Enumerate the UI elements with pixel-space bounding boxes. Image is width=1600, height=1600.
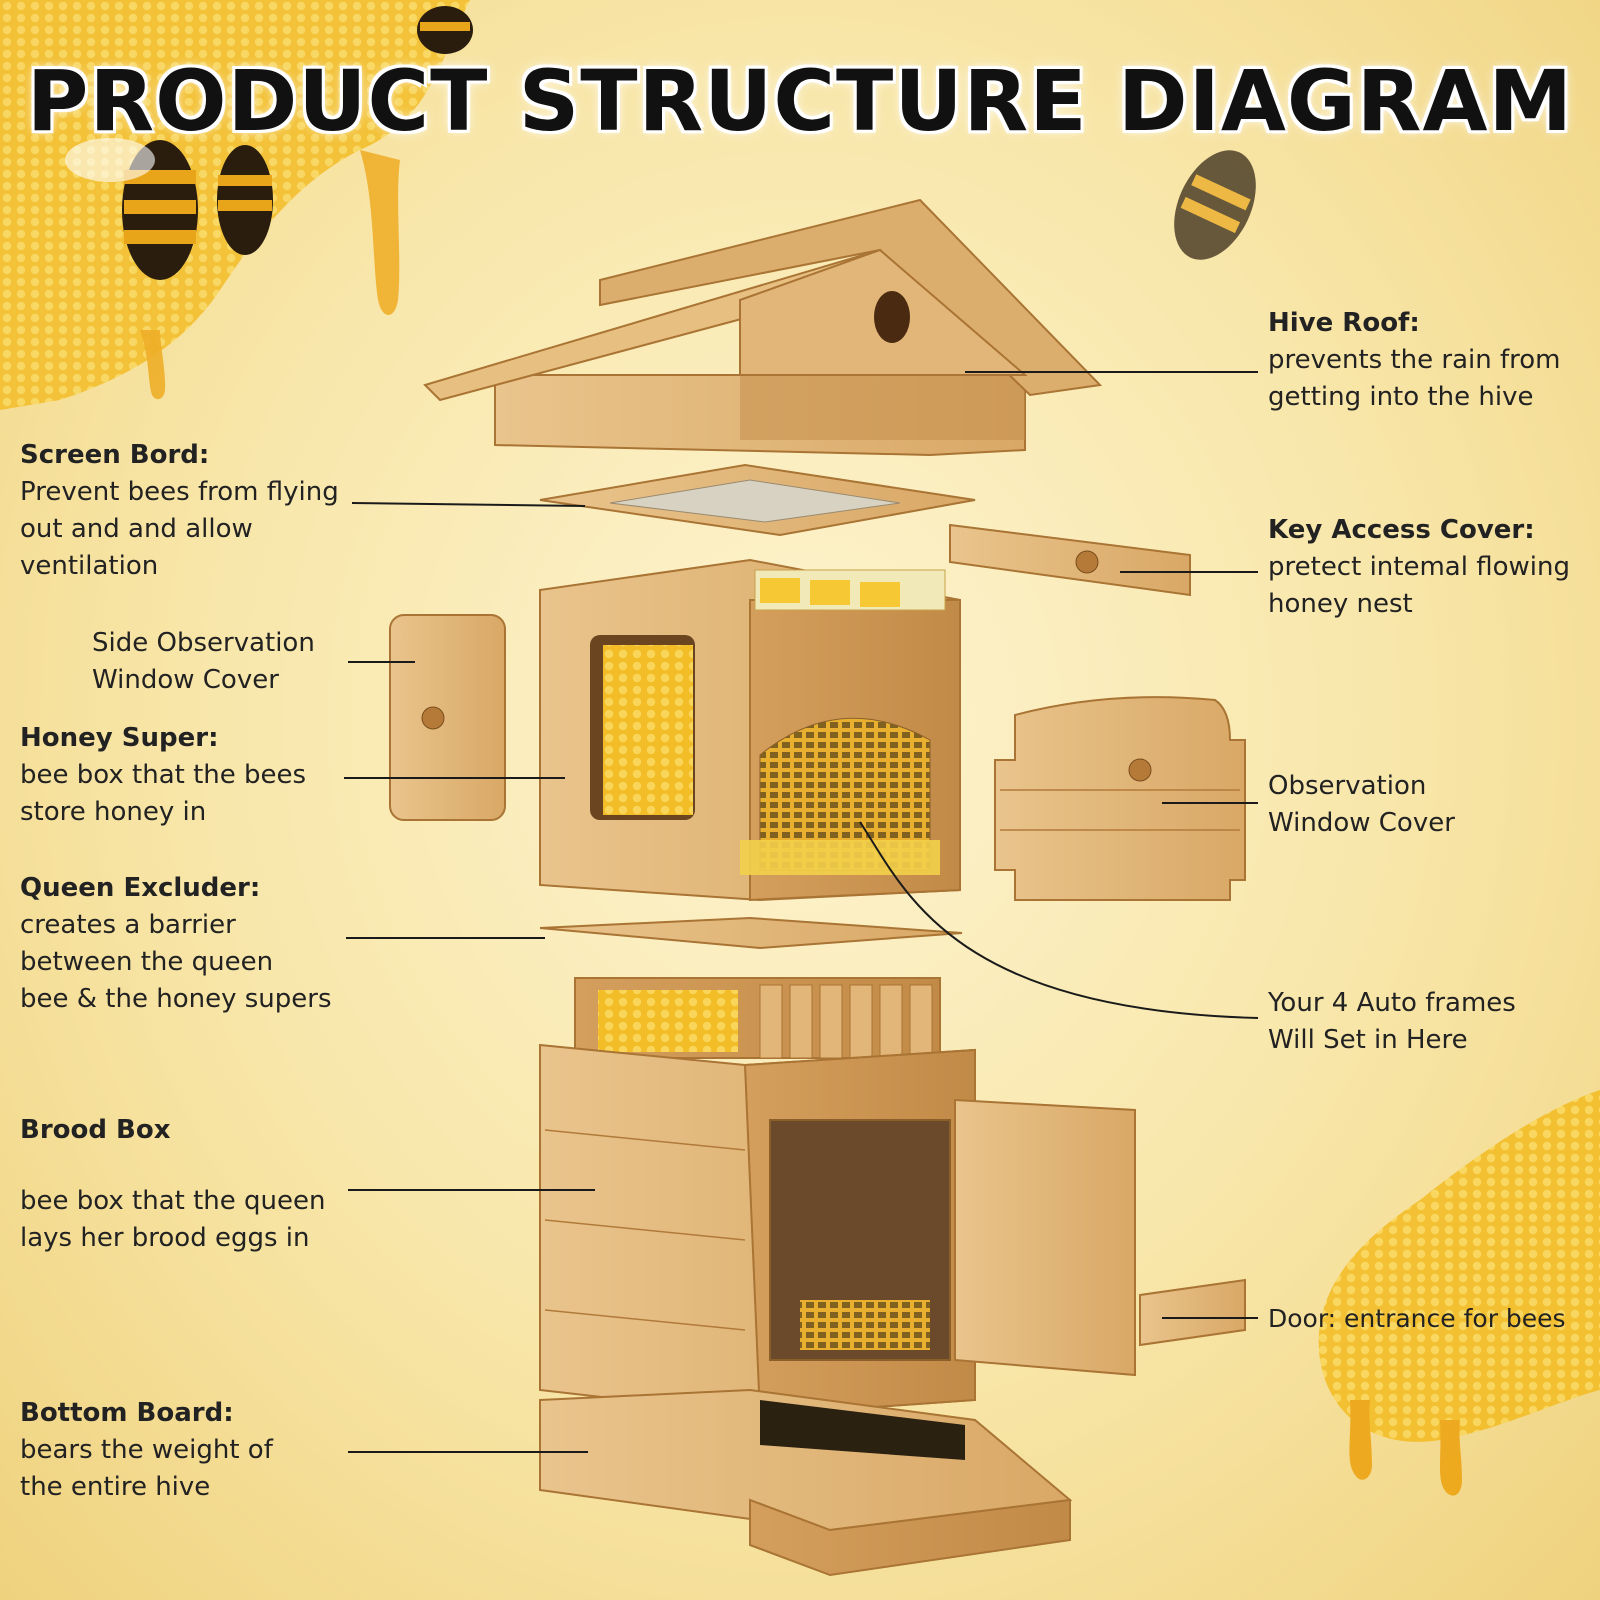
leader-auto-frames <box>859 821 1259 1019</box>
label-brood-box-desc: bee box that the queen lays her brood eg… <box>20 1186 326 1253</box>
bee-icon <box>217 145 273 255</box>
label-side-obs-title: Side Observation Window Cover <box>92 628 315 695</box>
label-honey-super-title: Honey Super: <box>20 723 219 753</box>
label-hive-roof-desc: prevents the rain from getting into the … <box>1268 345 1561 412</box>
label-hive-roof: Hive Roof: prevents the rain from gettin… <box>1268 305 1561 416</box>
label-door: Door: entrance for bees <box>1268 1300 1566 1337</box>
leader-screen-bord <box>351 502 586 507</box>
honeycomb-decoration-bottom-right <box>1318 1090 1600 1496</box>
key-access-cover <box>949 523 1191 597</box>
hive-roof <box>423 198 1103 457</box>
brood-box <box>539 1043 976 1417</box>
screen-board <box>539 463 976 537</box>
label-honey-super: Honey Super: bee box that the bees store… <box>20 720 306 831</box>
bee-icon <box>65 138 198 280</box>
bottom-board <box>539 1388 1073 1577</box>
label-bottom-board-desc: bears the weight of the entire hive <box>20 1435 273 1502</box>
label-side-observation-window-cover: Side Observation Window Cover <box>92 625 315 699</box>
label-key-access-desc: pretect intemal flowing honey nest <box>1268 552 1570 619</box>
label-auto-frames: Your 4 Auto frames Will Set in Here <box>1268 985 1516 1059</box>
label-queen-excluder: Queen Excluder: creates a barrier betwee… <box>20 870 332 1018</box>
label-brood-box-title: Brood Box <box>20 1115 171 1145</box>
honey-super <box>539 558 961 902</box>
brood-box-door <box>954 1098 1246 1377</box>
bee-icon <box>1174 150 1256 260</box>
label-key-access-cover: Key Access Cover: pretect intemal flowin… <box>1268 512 1570 623</box>
label-door-title: Door: entrance for bees <box>1268 1304 1566 1333</box>
label-queen-excluder-title: Queen Excluder: <box>20 873 261 903</box>
label-auto-frames-title: Your 4 Auto frames Will Set in Here <box>1268 988 1516 1055</box>
label-screen-bord: Screen Bord: Prevent bees from flying ou… <box>20 437 339 585</box>
side-observation-window-cover <box>389 614 506 821</box>
page-title: PRODUCT STRUCTURE DIAGRAM <box>26 52 1574 150</box>
label-honey-super-desc: bee box that the bees store honey in <box>20 760 307 827</box>
label-hive-roof-title: Hive Roof: <box>1268 308 1420 338</box>
bee-icon <box>417 6 473 54</box>
label-bottom-board: Bottom Board: bears the weight of the en… <box>20 1395 273 1506</box>
label-bottom-board-title: Bottom Board: <box>20 1398 234 1428</box>
auto-frames <box>574 977 941 1059</box>
leader-lines <box>344 371 1259 1453</box>
queen-excluder <box>539 916 963 950</box>
label-screen-bord-desc: Prevent bees from flying out and and all… <box>20 477 339 581</box>
label-brood-box: Brood Box bee box that the queen lays he… <box>20 1112 325 1257</box>
label-obs-cover-title: Observation Window Cover <box>1268 771 1455 838</box>
label-screen-bord-title: Screen Bord: <box>20 440 210 470</box>
label-observation-window-cover: Observation Window Cover <box>1268 768 1455 842</box>
label-key-access-title: Key Access Cover: <box>1268 515 1535 545</box>
observation-window-cover <box>994 696 1246 901</box>
label-queen-excluder-desc: creates a barrier between the queen bee … <box>20 910 332 1014</box>
